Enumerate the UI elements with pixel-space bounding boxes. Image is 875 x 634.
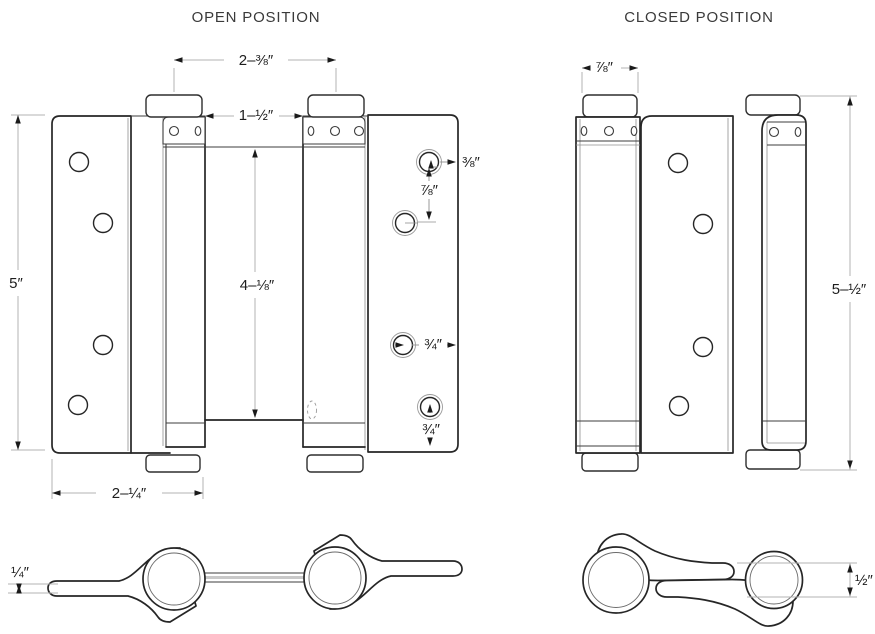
spring-cap (745, 449, 801, 470)
dim-bottom-hole-offset: ¾″ (422, 404, 441, 446)
dim-label: ¾″ (424, 336, 443, 353)
dim-label: ¼″ (11, 564, 30, 581)
dim-leaf-width: 2–¼″ (51, 459, 204, 502)
dim-leaf-height: 5″ (9, 114, 45, 451)
barrel-circle (303, 546, 367, 610)
dim-leaf-thickness: ¼″ (8, 564, 58, 594)
connecting-bar (205, 572, 305, 583)
spring-cap (582, 94, 638, 118)
dim-inner-height: 4–⅛″ (240, 149, 275, 418)
dim-label: ⅞″ (420, 182, 439, 199)
dim-label: 2–⅜″ (239, 52, 274, 69)
dim-label: ⅜″ (462, 154, 481, 171)
dim-barrel-width: ⅞″ (581, 59, 639, 93)
dim-label: ⅞″ (595, 59, 614, 76)
dim-top-hole-offset: ⅜″ (428, 154, 481, 171)
dim-label: 4–⅛″ (240, 277, 275, 294)
open-right-barrel (302, 115, 368, 448)
dim-label: ¾″ (422, 421, 441, 438)
adjuster-hole (630, 125, 638, 137)
screw-hole (67, 394, 89, 416)
barrel-inner-circle (749, 555, 799, 605)
screw-hole (692, 213, 714, 235)
dim-pin-to-pin: 2–⅜″ (173, 52, 337, 92)
adjuster-hole (580, 125, 588, 137)
screw-hole (667, 152, 689, 174)
open-view-title: OPEN POSITION (192, 9, 321, 26)
closed-view-title: CLOSED POSITION (624, 9, 774, 26)
dim-label: 2–¼″ (112, 485, 147, 502)
closed-left-barrel (575, 116, 641, 454)
dim-folded-thickness: ½″ (737, 562, 874, 598)
adjuster-hole (768, 126, 780, 138)
barrel-inner-circle (147, 552, 201, 606)
closed-back-leaf (640, 115, 734, 454)
adjuster-hole (329, 125, 341, 137)
screw-hole (92, 334, 114, 356)
spring-cap (307, 94, 365, 118)
spring-cap (581, 452, 639, 472)
screw-hole (692, 336, 714, 358)
closed-top-view: ½″ (582, 533, 874, 627)
adjuster-hole (194, 125, 202, 137)
barrel-inner-circle (588, 552, 644, 608)
barrel-inner-circle (308, 551, 362, 605)
dim-label: 5″ (9, 275, 23, 292)
dim-label: 1–½″ (239, 107, 274, 124)
adjuster-hole (603, 125, 615, 137)
dim-side-hole-offset: ¾″ (395, 336, 456, 353)
closed-view: CLOSED POSITION (575, 9, 867, 472)
adjuster-hole (168, 125, 180, 137)
dim-label: 5–½″ (832, 281, 867, 298)
open-top-view: ¼″ (8, 534, 463, 623)
spring-cap (145, 454, 201, 473)
spring-cap (306, 454, 364, 473)
barrel-circle (142, 547, 206, 611)
open-left-barrel (162, 116, 206, 448)
dim-hole-spacing: ⅞″ (418, 168, 439, 223)
open-view: OPEN POSITION (9, 9, 480, 502)
hidden-hole (307, 400, 317, 420)
open-left-leaf (51, 115, 132, 454)
adjuster-hole (353, 125, 365, 137)
dim-label: ½″ (855, 572, 874, 589)
dim-overall-height: 5–½″ (800, 95, 867, 471)
adjuster-hole (794, 126, 802, 138)
open-right-leaf (367, 114, 459, 453)
closed-right-barrel (761, 114, 807, 451)
screw-hole (92, 212, 114, 234)
spring-cap (145, 94, 203, 118)
screw-hole (668, 395, 690, 417)
adjuster-hole (307, 125, 315, 137)
dim-barrel-gap: 1–½″ (205, 107, 303, 124)
barrel-circle (744, 550, 804, 610)
barrel-circle (582, 546, 650, 614)
screw-hole (68, 151, 90, 173)
spring-cap (745, 94, 801, 116)
